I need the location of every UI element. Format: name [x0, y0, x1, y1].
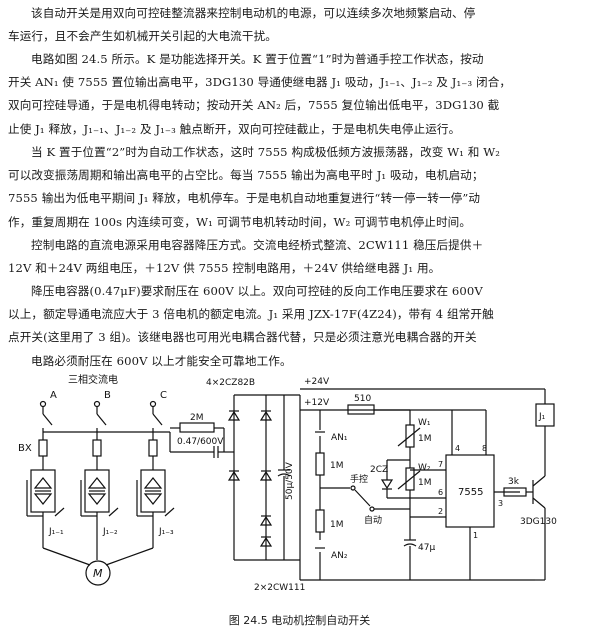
pin-3-label: 3 — [498, 499, 503, 508]
paragraph-1: 该自动开关是用双向可控硅整流器来控制电动机的电源，可以连续多次地频繁启动、停 车… — [8, 2, 586, 48]
ic-7555-label: 7555 — [458, 487, 483, 498]
motor-symbol — [85, 560, 111, 586]
zener-diodes-label: 2×2CW111 — [254, 583, 305, 593]
text-line: 可以改变振荡周期和输出高电平的占空比。每当 7555 输出为高电平时 J₁ 吸动… — [8, 168, 484, 183]
pin-8-label: 8 — [482, 444, 487, 453]
text-line: 双向可控硅导通，于是电机得电转动；按动开关 AN₂ 后，7555 复位输出低电平… — [8, 98, 500, 113]
pushbuttons — [315, 410, 350, 580]
motor-wiring — [42, 524, 154, 586]
diode-2cz-label: 2CZ — [370, 465, 388, 475]
text-line: 车运行，且不会产生如机械开关引起的大电流干扰。 — [8, 29, 277, 44]
driver-stage — [503, 430, 546, 581]
potentiometers — [380, 410, 421, 540]
three-phase-label: 三相交流电 — [68, 373, 118, 386]
relay-branch — [347, 404, 410, 415]
contact-j12-label: J₁₋₂ — [102, 527, 118, 537]
relay-coil — [535, 388, 555, 430]
rail-12v-label: +12V — [304, 398, 330, 408]
text-line: 点开关(这里用了 3 组)。该继电器也可用光电耦合器代替，只是必须注意光电耦合器… — [8, 330, 477, 345]
ac-feed — [43, 431, 200, 453]
resistor-510-label: 510 — [354, 394, 371, 404]
diode-bridge — [227, 394, 301, 561]
text-line: 12V 和＋24V 两组电压，＋12V 供 7555 控制电路用，＋24V 供给… — [8, 261, 441, 276]
phase-a-label: A — [50, 390, 57, 401]
ic-7555 — [410, 409, 520, 580]
text-line: 7555 输出为低电平期间 J₁ 释放，电机停车。于是电机自动地重复进行“转一停… — [8, 191, 481, 206]
rail-24v-label: +24V — [304, 377, 330, 387]
bridge-diodes-label: 4×2CZ82B — [206, 378, 255, 388]
text-line: 作，重复周期在 100s 内连续可变，W₁ 可调节电机转动时间，W₂ 可调节电机… — [8, 214, 472, 229]
phase-terminals: A B C — [39, 390, 167, 408]
transistor-label: 3DG130 — [520, 517, 557, 527]
capacitor-047-label: 0.47/600V — [177, 437, 224, 447]
mode-switch — [350, 485, 410, 512]
relay-label: J₁ — [538, 412, 546, 422]
text-line: 电路如图 24.5 所示。K 是功能选择开关。K 置于位置“1”时为普通手控工作… — [31, 52, 484, 66]
pin-1-label: 1 — [473, 531, 478, 540]
triac-stages — [26, 469, 175, 524]
auto-label: 自动 — [364, 514, 382, 526]
manual-label: 手控 — [350, 473, 368, 485]
w2-label: W₂ — [418, 463, 431, 473]
resistor-2m-label: 2M — [190, 413, 204, 423]
r1m-b-label: 1M — [330, 520, 344, 530]
fuse-label: BX — [18, 443, 32, 454]
text-line: 开关 AN₁ 使 7555 置位输出高电平，3DG130 导通使继电器 J₁ 吸… — [8, 75, 512, 90]
pin-7-label: 7 — [438, 460, 443, 469]
text-line: 止使 J₁ 释放，J₁₋₁、J₁₋₂ 及 J₁₋₃ 触点断开，双向可控硅截止，于… — [8, 121, 461, 136]
r1m-a-label: 1M — [330, 461, 344, 471]
phase-b-label: B — [104, 390, 111, 401]
pin-2-label: 2 — [438, 507, 443, 516]
paragraph-2: 电路如图 24.5 所示。K 是功能选择开关。K 置于位置“1”时为普通手控工作… — [8, 48, 586, 141]
paragraph-5: 降压电容器(0.47μF)要求耐压在 600V 以上。双向可控硅的反向工作电压要… — [8, 280, 586, 373]
figure-caption: 图 24.5 电动机控制自动开关 — [228, 614, 371, 627]
resistor-3k-label: 3k — [508, 477, 520, 487]
filter-capacitor — [277, 395, 291, 560]
w1-value-label: 1M — [418, 434, 432, 444]
contact-j13-label: J₁₋₃ — [158, 527, 174, 537]
text-line: 电路必须耐压在 600V 以上才能安全可靠地工作。 — [31, 353, 292, 368]
motor-label: M — [93, 567, 103, 580]
phase-lines — [38, 407, 163, 470]
paragraph-4: 控制电路的直流电源采用电容器降压方式。交流电经桥式整流、2CW111 稳压后提供… — [8, 234, 586, 280]
timing-capacitor — [403, 539, 417, 580]
capacitor-47u-label: 47μ — [418, 543, 435, 553]
text-line: 当 K 置于位置“2”时为自动工作状态，这时 7555 构成极低频方波振荡器，改… — [31, 145, 501, 159]
an2-label: AN₂ — [331, 551, 348, 561]
text-line: 降压电容器(0.47μF)要求耐压在 600V 以上。双向可控硅的反向工作电压要… — [31, 284, 483, 298]
phase-c-label: C — [160, 390, 167, 401]
filter-capacitor-label: 50μ/50V — [285, 461, 295, 500]
w1-label: W₁ — [418, 418, 431, 428]
text-line: 控制电路的直流电源采用电容器降压方式。交流电经桥式整流、2CW111 稳压后提供… — [31, 238, 484, 252]
pin-4-label: 4 — [455, 444, 460, 453]
paragraph-3: 当 K 置于位置“2”时为自动工作状态，这时 7555 构成极低频方波振荡器，改… — [8, 141, 586, 234]
text-line: 该自动开关是用双向可控硅整流器来控制电动机的电源，可以连续多次地频繁启动、停 — [31, 6, 476, 20]
dropper-network — [170, 422, 234, 458]
text-line: 以上，额定导通电流应大于 3 倍电机的额定电流。J₁ 采用 JZX-17F(4Z… — [8, 307, 494, 322]
an1-label: AN₁ — [331, 433, 348, 443]
pin-6-label: 6 — [438, 488, 443, 497]
w2-value-label: 1M — [418, 478, 432, 488]
contact-j11-label: J₁₋₁ — [48, 527, 64, 537]
